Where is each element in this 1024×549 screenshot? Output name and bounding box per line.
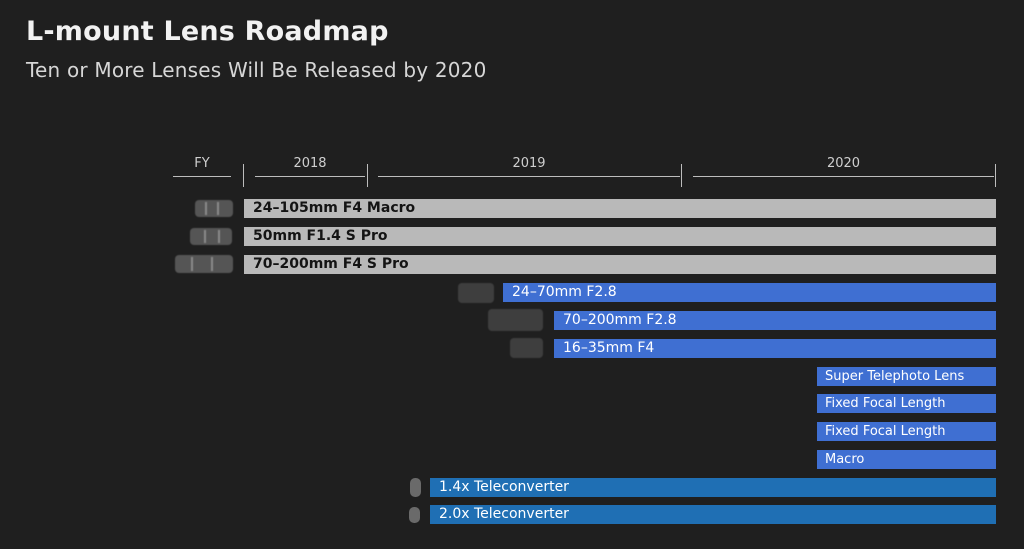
divider-tick [681,164,682,187]
fy-line [173,176,231,177]
telezoom-lens-icon [175,255,233,273]
teleconverter-icon [410,478,421,497]
divider-tick [367,164,368,187]
lens-bar: Super Telephoto Lens [817,367,996,386]
lens-bar: 70–200mm F2.8 [554,311,996,330]
divider-tick [995,164,996,187]
fy-label: FY [194,156,210,171]
year-2018-label: 2018 [293,156,327,171]
lens-bar: 16–35mm F4 [554,339,996,358]
year-2019-line [378,176,680,177]
lens-bar: Fixed Focal Length [817,394,996,413]
zoom-lens-icon [458,283,494,303]
lens-bar: 70–200mm F4 S Pro [244,255,996,274]
telezoom-lens-icon [488,309,543,331]
teleconverter-icon [409,507,420,523]
lens-bar: Fixed Focal Length [817,422,996,441]
lens-bar: 24–70mm F2.8 [503,283,996,302]
prime-lens-icon [190,228,232,245]
teleconverter-bar: 1.4x Teleconverter [430,478,996,497]
lens-bar: 50mm F1.4 S Pro [244,227,996,246]
wide-zoom-lens-icon [510,338,543,358]
zoom-lens-icon [195,200,233,217]
page-title: L-mount Lens Roadmap [26,16,389,47]
year-2019-label: 2019 [512,156,546,171]
year-2020-label: 2020 [826,156,861,171]
lens-bar: 24–105mm F4 Macro [244,199,996,218]
page-subtitle: Ten or More Lenses Will Be Released by 2… [26,58,487,82]
year-2020-line [693,176,994,177]
lens-bar: Macro [817,450,996,469]
year-2018-line [255,176,365,177]
divider-tick [243,164,244,187]
teleconverter-bar: 2.0x Teleconverter [430,505,996,524]
